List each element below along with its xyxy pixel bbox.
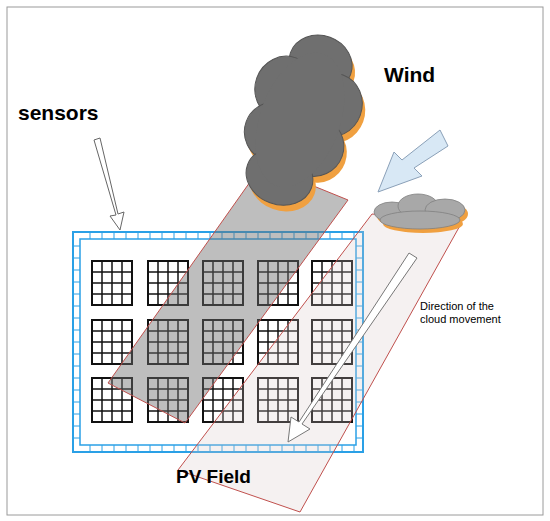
pv-panel xyxy=(92,261,132,305)
direction-label: Direction of the cloud movement xyxy=(420,300,506,326)
wind-label: Wind xyxy=(384,62,504,87)
light-cloud xyxy=(374,194,468,233)
frame xyxy=(7,7,543,515)
dark-cloud xyxy=(217,18,387,227)
direction-arrow xyxy=(288,253,417,442)
sensors-arrow xyxy=(94,138,124,230)
sensors-label: sensors xyxy=(18,100,138,125)
pv-field-label: PV Field xyxy=(176,466,296,489)
wind-arrow xyxy=(378,130,448,192)
cloud-shadow xyxy=(108,165,348,423)
